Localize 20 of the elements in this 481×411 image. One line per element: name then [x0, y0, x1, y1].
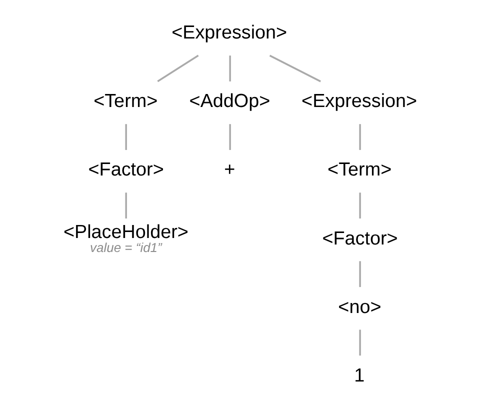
node-text: <Factor>: [322, 228, 398, 250]
node-text: <Expression>: [301, 91, 417, 112]
node-text: <AddOp>: [188, 91, 270, 112]
connector: [358, 261, 360, 288]
connector: [358, 330, 360, 356]
node-text: <no>: [338, 296, 381, 318]
node-text: <Term>: [327, 160, 392, 181]
connector: [358, 192, 360, 218]
node-text: <Term>: [93, 91, 158, 112]
node-text: +: [224, 160, 235, 181]
connector: [124, 124, 126, 150]
connector: [268, 54, 320, 82]
connector: [228, 56, 230, 82]
connector: [228, 124, 230, 150]
node-text: <Factor>: [88, 160, 164, 181]
node-text: <Expression>: [171, 22, 287, 44]
connector: [358, 124, 360, 150]
connector: [156, 54, 198, 82]
node-text: 1: [354, 365, 364, 386]
connector: [124, 192, 126, 218]
